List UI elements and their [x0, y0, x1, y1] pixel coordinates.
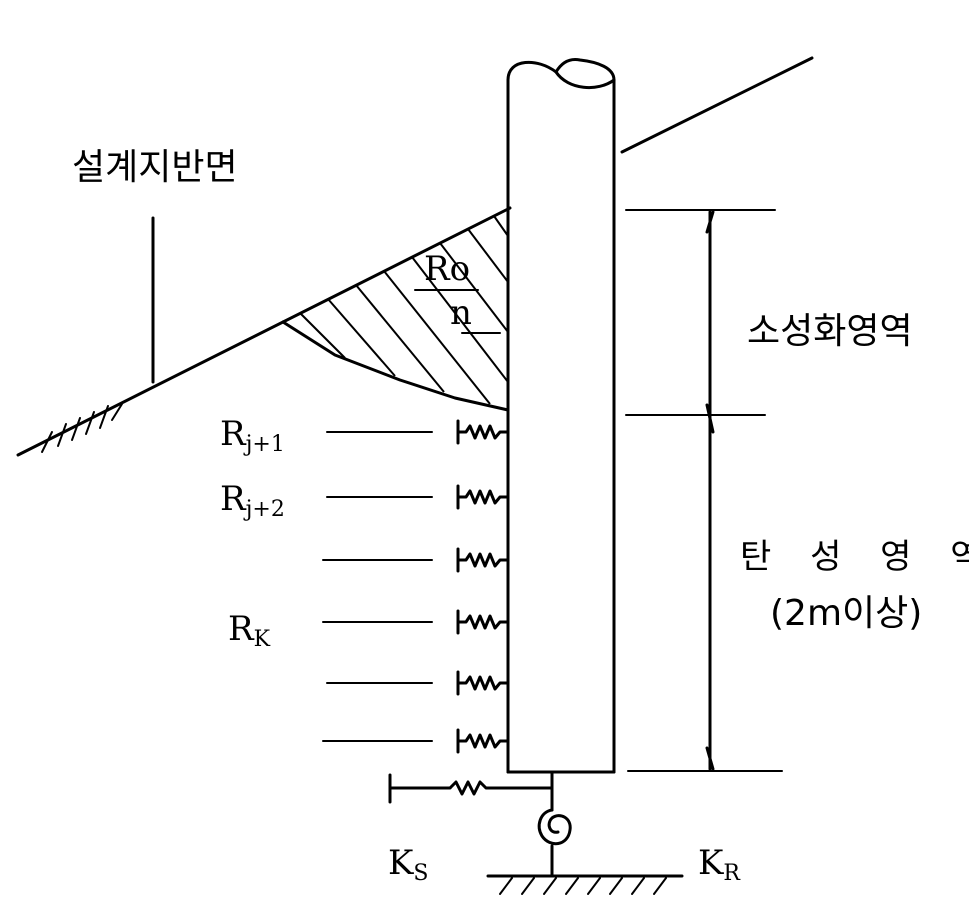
r-j2-label: Rj+2: [220, 482, 285, 521]
spring-icon: [456, 670, 508, 696]
plastic-zone-label: 소성화영역: [747, 311, 913, 352]
lateral-springs: [456, 419, 508, 754]
r-j1-sub: j+1: [245, 432, 285, 457]
spring-icon: [456, 484, 508, 510]
load-arrows: [322, 431, 433, 742]
kr-label: KR: [698, 846, 740, 885]
slope-ground-line-left: [16, 206, 512, 457]
r-j1-label: Rj+1: [220, 417, 285, 456]
spring-icon: [456, 609, 508, 635]
spiral-spring-icon: [486, 808, 684, 878]
pile-body: [506, 58, 616, 774]
r-j2-sub: j+2: [245, 497, 285, 522]
spring-icon: [456, 547, 508, 573]
plastic-wedge: [281, 215, 510, 412]
ro-numerator-label: Ro: [424, 249, 471, 289]
ground-hatch-icon: [41, 403, 123, 453]
kr-main: K: [698, 843, 724, 883]
r-k-sub: K: [253, 627, 271, 652]
slope-ground-line-right: [620, 56, 814, 154]
ks-sub: S: [413, 861, 429, 886]
elastic-zone-note: (2m이상): [770, 593, 923, 634]
ground-surface-label: 설계지반면: [72, 147, 238, 188]
r-j2-main: R: [220, 479, 246, 519]
ks-label: KS: [388, 846, 428, 885]
ro-denominator-label: n: [450, 293, 472, 333]
r-j1-main: R: [220, 414, 246, 454]
shear-spring-ks: [388, 770, 554, 812]
elastic-zone-label: 탄 성 영 역: [740, 537, 969, 577]
r-k-label: RK: [228, 612, 270, 651]
spring-icon: [456, 728, 508, 754]
kr-sub: R: [723, 861, 740, 886]
spring-icon: [456, 419, 508, 445]
base-ground-hatch-icon: [499, 877, 667, 895]
dimension-lines: [625, 209, 783, 772]
r-k-main: R: [228, 609, 254, 649]
ks-main: K: [388, 843, 414, 883]
